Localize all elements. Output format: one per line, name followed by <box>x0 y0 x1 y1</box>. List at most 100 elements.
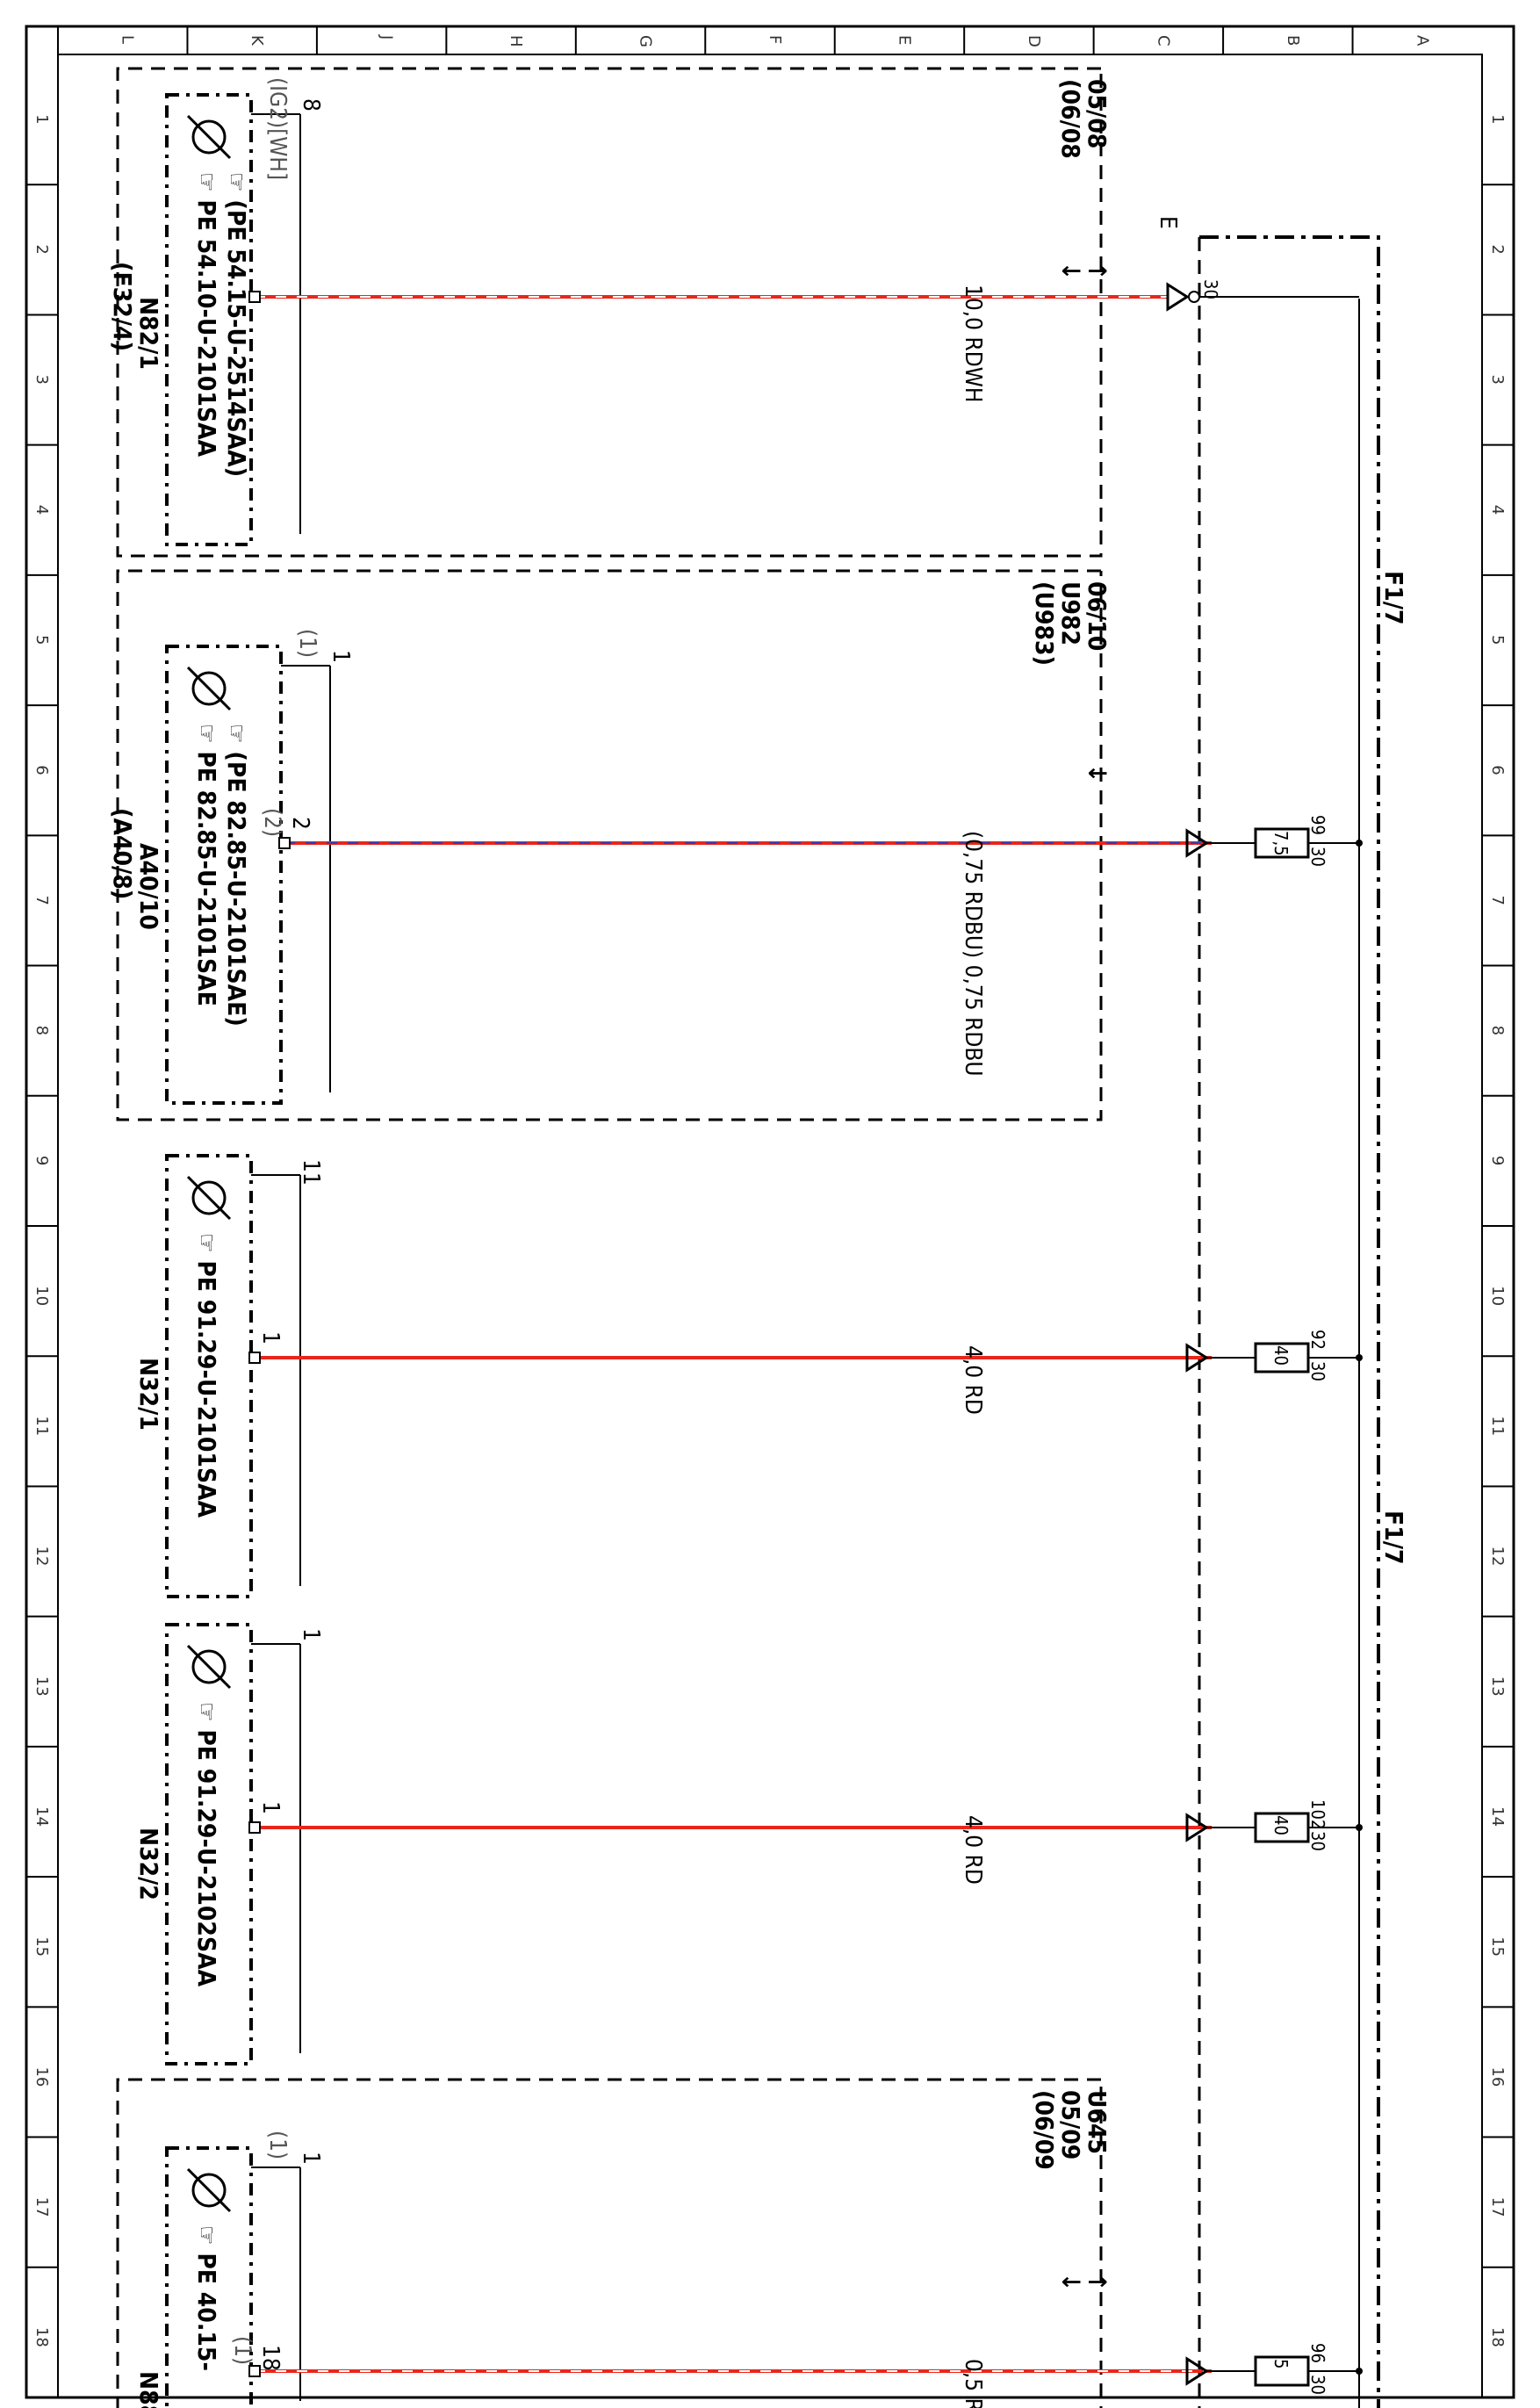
pin-top-sub: (IG2)[WH] <box>264 77 291 180</box>
busbar: F1/7F1/7E <box>1155 216 1408 2408</box>
row-label-right-8: 8 <box>1488 1026 1507 1035</box>
fuse-icon <box>1254 1812 1310 1843</box>
row-label-left-9: 9 <box>32 1156 51 1165</box>
row-label-right-2: 2 <box>1488 244 1507 254</box>
row-label-left-14: 14 <box>32 1806 51 1827</box>
module-ref: N82/1 <box>134 297 163 370</box>
pin-top-number: 8 <box>298 98 324 112</box>
column-label-G: G <box>637 35 655 47</box>
row-label-right-11: 11 <box>1488 1416 1507 1436</box>
fuse-value: 40 <box>1270 1815 1292 1835</box>
bus-node <box>1356 2368 1363 2375</box>
terminal-number: 30 <box>1200 279 1221 299</box>
pin-top-number: 11 <box>298 1159 324 1186</box>
column-label-D: D <box>1025 35 1043 47</box>
row-label-right-7: 7 <box>1488 895 1507 905</box>
module-ref-alt: (F32/4) <box>108 262 137 351</box>
fuse-top-number: 96 <box>1307 2343 1328 2363</box>
module-border <box>165 1623 253 2066</box>
inner-border <box>57 54 1483 2398</box>
row-label-right-14: 14 <box>1488 1806 1507 1827</box>
terminal-e-label: E <box>1155 216 1181 229</box>
terminal-arrow <box>1185 1343 1209 1373</box>
pin-top-number: 1 <box>298 1628 324 1641</box>
option-code: U982 <box>1056 581 1085 645</box>
row-label-left-10: 10 <box>32 1286 51 1306</box>
busbar-label-2: F1/7 <box>1379 1510 1408 1564</box>
pin-wire-number: 1 <box>257 1801 284 1814</box>
row-label-right-16: 16 <box>1488 2066 1507 2087</box>
row-label-left-2: 2 <box>32 244 51 254</box>
pin-wire-number: 1 <box>257 1331 284 1345</box>
module-border <box>165 93 253 546</box>
option-arrow: ↑ <box>1083 262 1112 280</box>
fuse-bottom-number: 30 <box>1307 847 1328 867</box>
pin-wire-sub: (1) <box>229 2336 255 2365</box>
pe-reference: ☞ PE 91.29-U-2102SAA <box>192 1702 221 1987</box>
wire-label: 4,0 RD <box>960 1345 986 1415</box>
module-border <box>165 2146 253 2408</box>
component-icon <box>191 671 227 706</box>
connector-pin <box>278 837 291 849</box>
option-code: (06/09 <box>1030 2090 1059 2170</box>
module-2: ☞ PE 82.85-U-2101SAE☞ (PE 82.85-U-2101SA… <box>108 629 1363 1105</box>
row-label-right-17: 17 <box>1488 2197 1507 2217</box>
module-border <box>165 1154 253 1598</box>
row-label-right-18: 18 <box>1488 2327 1507 2347</box>
bus-node <box>1356 840 1363 847</box>
row-label-left-5: 5 <box>32 635 51 645</box>
option-group-border <box>116 569 1103 1121</box>
diagram-frame <box>25 25 1515 2399</box>
pin-top-sub: (1) <box>264 2130 291 2159</box>
row-label-left-3: 3 <box>32 375 51 385</box>
fuse-top-number: 99 <box>1307 815 1328 835</box>
option-code: U645 <box>1083 2090 1112 2154</box>
option-group-border <box>116 67 1103 558</box>
row-label-left-11: 11 <box>32 1416 51 1436</box>
row-label-left-17: 17 <box>32 2197 51 2217</box>
wire-label: 0,5 RDWH <box>960 2359 986 2408</box>
wire-label: 4,0 RD <box>960 1815 986 1885</box>
fuse-bottom-number: 30 <box>1307 1831 1328 1851</box>
row-label-right-4: 4 <box>1488 505 1507 515</box>
row-label-left-4: 4 <box>32 505 51 515</box>
row-label-left-15: 15 <box>32 1936 51 1957</box>
fuse-bottom-number: 30 <box>1307 2375 1328 2395</box>
pe-reference: ☞ PE 40.15- <box>192 2225 221 2371</box>
busbar-frame <box>1199 235 1380 2408</box>
column-label-A: A <box>1413 35 1431 47</box>
option-arrow: ↓ <box>1056 2273 1085 2291</box>
option-code: 05/08 <box>1083 79 1112 148</box>
option-arrow: ↑ <box>1083 2273 1112 2291</box>
fuse-top-number: 92 <box>1307 1330 1328 1350</box>
option-group-1: 05/08(06/08↑↓ <box>116 67 1112 558</box>
option-code: 06/10 <box>1083 581 1112 651</box>
component-icon <box>191 119 227 155</box>
busbar-label-1: F1/7 <box>1379 571 1408 624</box>
bus-node <box>1356 1354 1363 1361</box>
module-ref: N32/2 <box>134 1828 163 1900</box>
component-icon <box>191 1649 227 1684</box>
row-label-right-5: 5 <box>1488 635 1507 645</box>
option-groups: 05/08(06/08↑↓06/10U982(U983)↓U64505/09(0… <box>116 67 1112 2408</box>
wire-label: 10,0 RDWH <box>960 285 986 402</box>
row-label-right-13: 13 <box>1488 1676 1507 1697</box>
module-ref: N32/1 <box>134 1358 163 1431</box>
modules: ☞ PE 54.10-U-2101SAA☞ (PE 54.15-U-2514SA… <box>108 77 1363 2408</box>
column-label-L: L <box>119 35 137 44</box>
module-ref-alt: (A40/8) <box>108 808 137 899</box>
component-icon <box>191 1180 227 1215</box>
column-label-J: J <box>378 34 396 40</box>
connector-pin <box>248 1821 261 1834</box>
column-label-F: F <box>766 35 784 44</box>
connector-pin <box>248 291 261 303</box>
wire-label: (0,75 RDBU) 0,75 RDBU <box>960 831 986 1077</box>
pe-reference: ☞ PE 91.29-U-2101SAA <box>192 1233 221 1518</box>
option-arrow: ↓ <box>1056 262 1085 280</box>
option-arrow: ↓ <box>1083 764 1112 782</box>
pin-wire-number: 18 <box>257 2345 284 2371</box>
